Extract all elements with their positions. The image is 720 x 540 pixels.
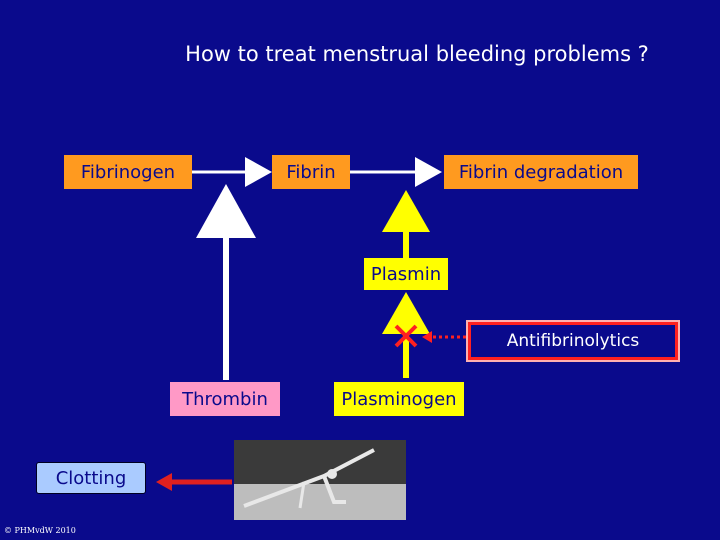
clotting-box: Clotting [36, 462, 146, 494]
fibrin-box: Fibrin [272, 155, 350, 189]
plasminogen-box: Plasminogen [334, 382, 464, 416]
inhibit-x-line-2 [394, 324, 418, 348]
fibrinogen-box: Fibrinogen [64, 155, 192, 189]
gymnast-photo [234, 440, 406, 520]
slide-title: How to treat menstrual bleeding problems… [185, 42, 649, 66]
copyright-text: © PHMvdW 2010 [4, 526, 76, 535]
gymnast-image [234, 440, 406, 520]
fibrin-degradation-box: Fibrin degradation [444, 155, 638, 189]
thrombin-box: Thrombin [170, 382, 280, 416]
antifibrinolytics-box: Antifibrinolytics [466, 320, 680, 362]
plasmin-box: Plasmin [364, 258, 448, 290]
